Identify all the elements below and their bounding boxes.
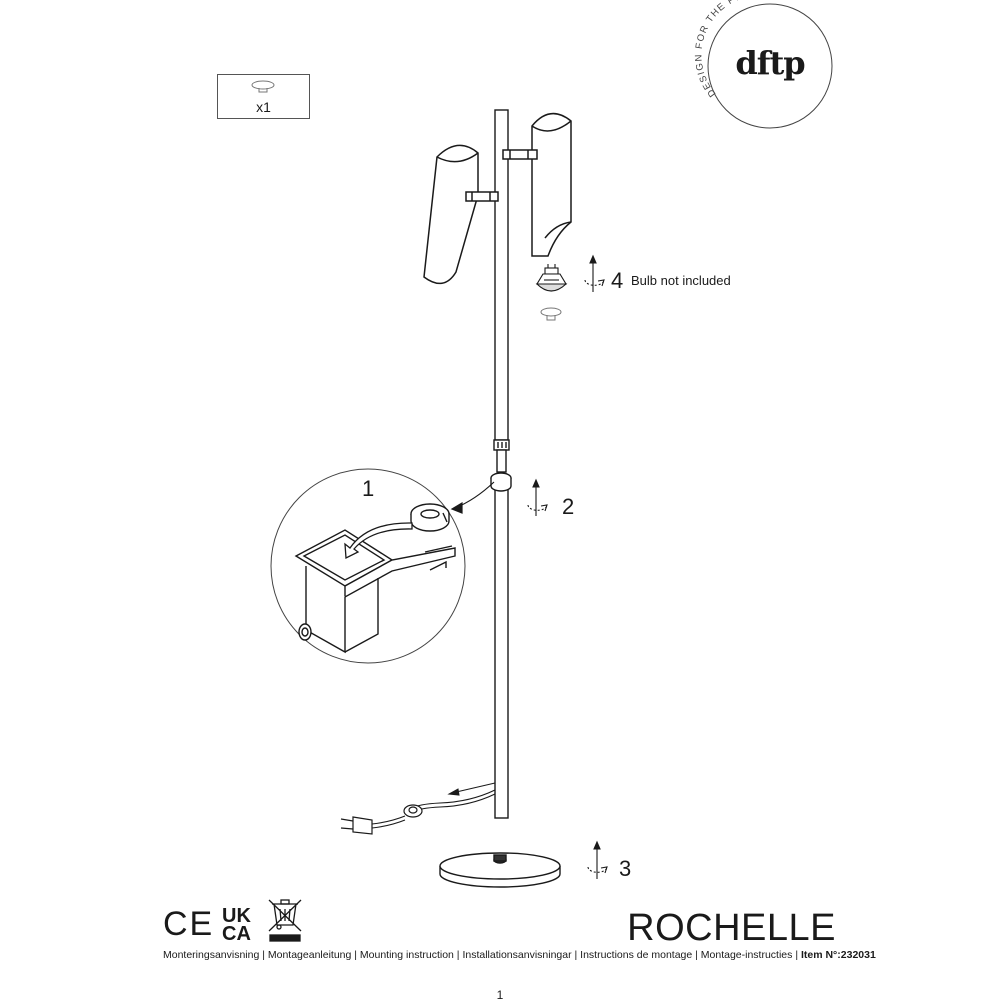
item-number: 232031 bbox=[840, 949, 876, 961]
lamp-pole bbox=[493, 109, 510, 819]
footer-languages: Monteringsanvisning | Montageanleitung |… bbox=[163, 949, 801, 961]
brand-logo: dftp bbox=[735, 44, 805, 82]
rotate-arrow-icon-step4 bbox=[584, 254, 605, 292]
bulb-note: Bulb not included bbox=[631, 273, 731, 288]
power-cable bbox=[371, 789, 496, 829]
insert-arrow-icon bbox=[344, 522, 413, 560]
page-number: 1 bbox=[496, 988, 504, 1002]
logo-badge bbox=[707, 3, 833, 129]
ukca-mark-top: UK bbox=[222, 905, 251, 927]
left-spotlight bbox=[423, 144, 499, 285]
cap-icon-step4 bbox=[540, 307, 562, 321]
step-number-4: 4 bbox=[611, 268, 624, 293]
ukca-mark-bottom: CA bbox=[222, 923, 251, 945]
weee-bin-icon bbox=[268, 899, 302, 942]
rotate-arrow-icon-step3 bbox=[587, 840, 608, 879]
item-number-label: Item N°: bbox=[800, 949, 841, 961]
gu10-bulb-icon bbox=[535, 264, 568, 292]
step-number-3: 3 bbox=[619, 856, 632, 881]
product-name: ROCHELLE bbox=[627, 907, 836, 949]
footer-instructions-line: Monteringsanvisning | Montageanleitung |… bbox=[163, 949, 876, 961]
step-number-2: 2 bbox=[562, 494, 575, 519]
base-bracket-detail bbox=[294, 529, 456, 654]
ring-to-detail-arrow bbox=[450, 481, 495, 514]
cap-part-icon bbox=[251, 80, 275, 93]
ce-mark: CE bbox=[163, 905, 215, 943]
parts-quantity: x1 bbox=[256, 99, 271, 115]
lamp-base-plate bbox=[439, 852, 561, 888]
coupling-ring-detail bbox=[410, 503, 450, 532]
pole-coupling bbox=[490, 472, 512, 492]
parts-list-box: x1 bbox=[217, 74, 310, 119]
right-spotlight bbox=[502, 112, 572, 257]
power-plug-icon bbox=[340, 816, 373, 835]
rotate-arrow-icon-step2 bbox=[527, 478, 548, 516]
inline-switch-icon[interactable] bbox=[403, 804, 423, 818]
cable-direction-arrow bbox=[447, 782, 496, 796]
step-number-1: 1 bbox=[362, 476, 375, 501]
